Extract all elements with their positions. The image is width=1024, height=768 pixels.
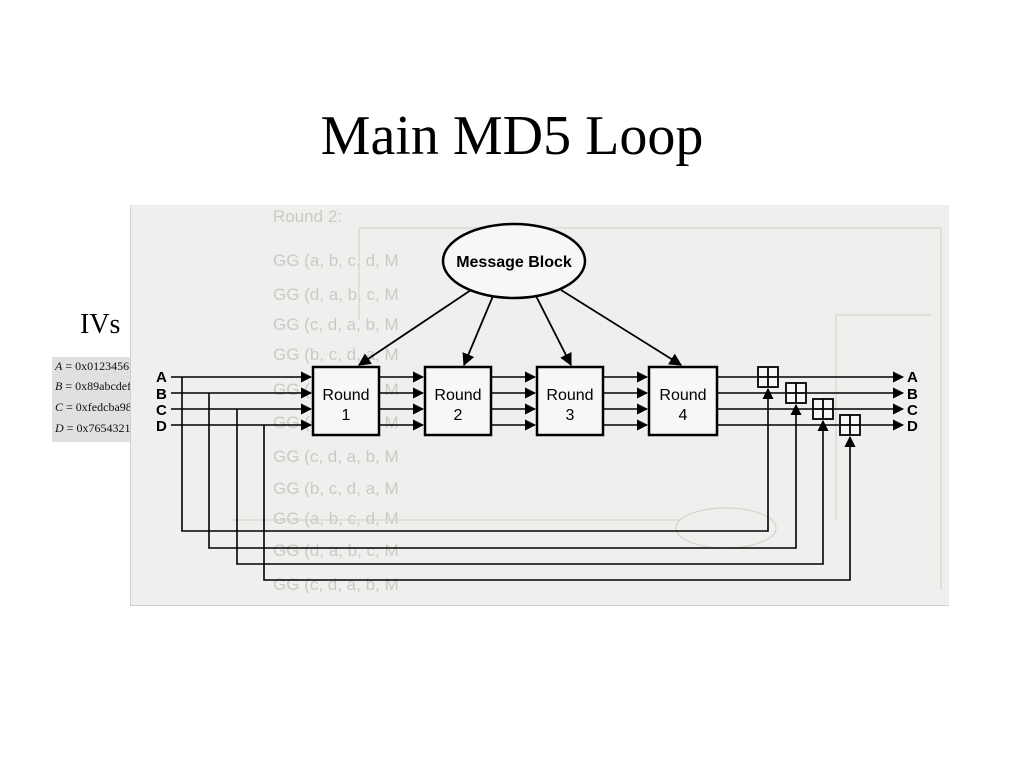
- input-label-d: D: [156, 418, 167, 435]
- slide-title: Main MD5 Loop: [320, 105, 704, 167]
- bg-text-line: GG (c, d, a, b, M: [273, 315, 399, 334]
- adder-d-icon: [839, 414, 861, 436]
- initial-values-box: A = 0x01234567 B = 0x89abcdef C = 0xfedc…: [52, 357, 142, 442]
- feedback-lines: [181, 377, 856, 581]
- bg-text-line: GG (a, b, c, d, M: [273, 509, 399, 528]
- data-lines: [171, 371, 905, 431]
- output-labels: A B C D: [907, 369, 918, 435]
- adder-c-icon: [812, 398, 834, 420]
- round-3-label: Round: [546, 387, 593, 404]
- output-label-d: D: [907, 418, 918, 435]
- round-4-label: Round: [659, 387, 706, 404]
- diagram-scan: Round 2: GG (a, b, c, d, M GG (d, a, b, …: [130, 205, 949, 606]
- iv-b: B = 0x89abcdef: [55, 379, 132, 393]
- adders: [757, 366, 861, 436]
- round-1: Round 1: [311, 365, 381, 437]
- bg-text-line: Round 2:: [273, 207, 342, 226]
- output-label-c: C: [907, 402, 918, 419]
- bg-text-line: GG (c, d, a, b, M: [273, 575, 399, 594]
- input-label-a: A: [156, 369, 167, 386]
- bg-text-line: GG (b, c, d, a, M: [273, 479, 399, 498]
- ivs-label: IVs: [80, 309, 121, 340]
- adder-b-icon: [785, 382, 807, 404]
- output-label-b: B: [907, 386, 918, 403]
- round-4: Round 4: [647, 365, 719, 437]
- input-label-c: C: [156, 402, 167, 419]
- iv-c: C = 0xfedcba98: [55, 400, 132, 414]
- round-3: Round 3: [535, 365, 605, 437]
- bg-text-line: GG (d, a, b, c, M: [273, 541, 399, 560]
- message-block-ellipse: [441, 222, 587, 300]
- input-labels: A B C D: [156, 369, 167, 435]
- input-label-b: B: [156, 386, 167, 403]
- message-block-label: Message Block: [456, 254, 572, 271]
- output-label-a: A: [907, 369, 918, 386]
- round-2-number: 2: [454, 407, 463, 424]
- round-1-label: Round: [322, 387, 369, 404]
- bg-text-line: GG (d, a, b, c, M: [273, 285, 399, 304]
- round-4-number: 4: [679, 407, 688, 424]
- message-arrows: [357, 289, 683, 367]
- round-1-number: 1: [342, 407, 351, 424]
- bg-text-line: GG (a, b, c, d, M: [273, 251, 399, 270]
- round-2-label: Round: [434, 387, 481, 404]
- bg-text-line: GG (b, c, d, a, M: [273, 345, 399, 364]
- md5-loop-diagram: Round 2: GG (a, b, c, d, M GG (d, a, b, …: [156, 207, 942, 594]
- adder-a-icon: [757, 366, 779, 388]
- round-3-number: 3: [566, 407, 575, 424]
- bg-text-line: GG (c, d, a, b, M: [273, 447, 399, 466]
- iv-a: A = 0x01234567: [55, 359, 136, 373]
- round-2: Round 2: [423, 365, 493, 437]
- iv-d: D = 0x76543210: [55, 421, 137, 435]
